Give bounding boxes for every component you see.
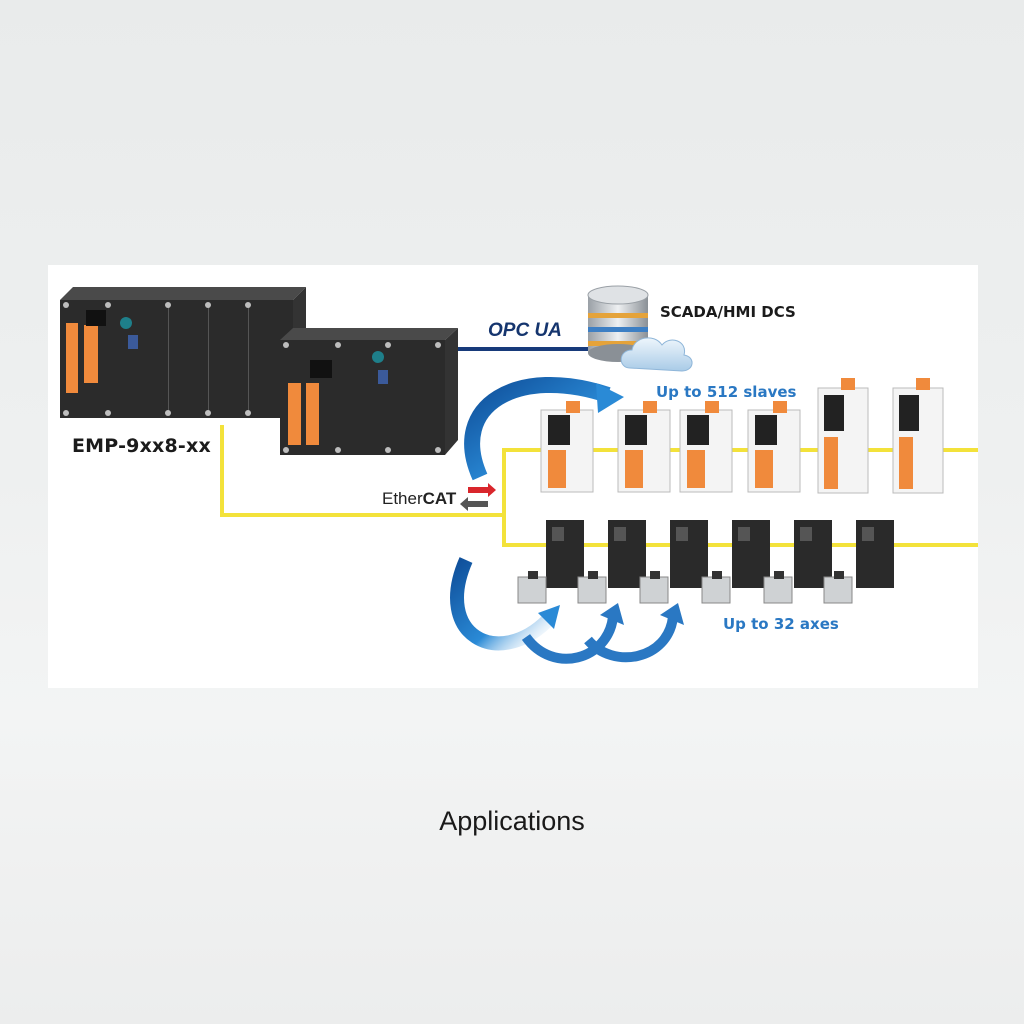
servo-motor-icon: [823, 571, 853, 604]
servo-group: [517, 520, 894, 604]
io-module-icon: [540, 401, 594, 493]
io-module-icon: [817, 378, 869, 494]
caption: Applications: [439, 806, 585, 836]
io-module-icon: [679, 401, 733, 493]
servo-drive-icon: [856, 520, 894, 588]
ethercat-label: EtherCAT: [382, 489, 456, 509]
plc-controller-icon: [60, 287, 306, 418]
io-module-icon: [617, 401, 671, 493]
controller-label: EMP-9xx8-xx: [72, 435, 211, 457]
plc-controller-icon: [280, 328, 458, 455]
cloud-icon: [620, 337, 693, 372]
application-diagram: EMP-9xx8-xx OPC UA SCADA/HMI DCS Up to 5…: [48, 265, 978, 688]
servo-motor-icon: [701, 571, 731, 604]
io-module-group: [540, 378, 944, 494]
io-module-icon: [892, 378, 944, 494]
diagram-graphics: [60, 285, 978, 664]
ethercat-label-suffix: CAT: [422, 489, 457, 508]
servo-motor-icon: [763, 571, 793, 604]
ethercat-label-prefix: Ether: [382, 489, 423, 508]
axes-label: Up to 32 axes: [723, 615, 839, 633]
flow-arrow-icon: [450, 377, 684, 664]
servo-motor-icon: [639, 571, 669, 604]
servo-motor-icon: [577, 571, 607, 604]
slaves-label: Up to 512 slaves: [656, 383, 797, 401]
io-module-icon: [747, 401, 801, 493]
servo-motor-icon: [517, 571, 547, 604]
opc-ua-label: OPC UA: [488, 320, 562, 341]
scada-label: SCADA/HMI DCS: [660, 303, 796, 321]
ethercat-logo-arrows: [460, 483, 496, 511]
